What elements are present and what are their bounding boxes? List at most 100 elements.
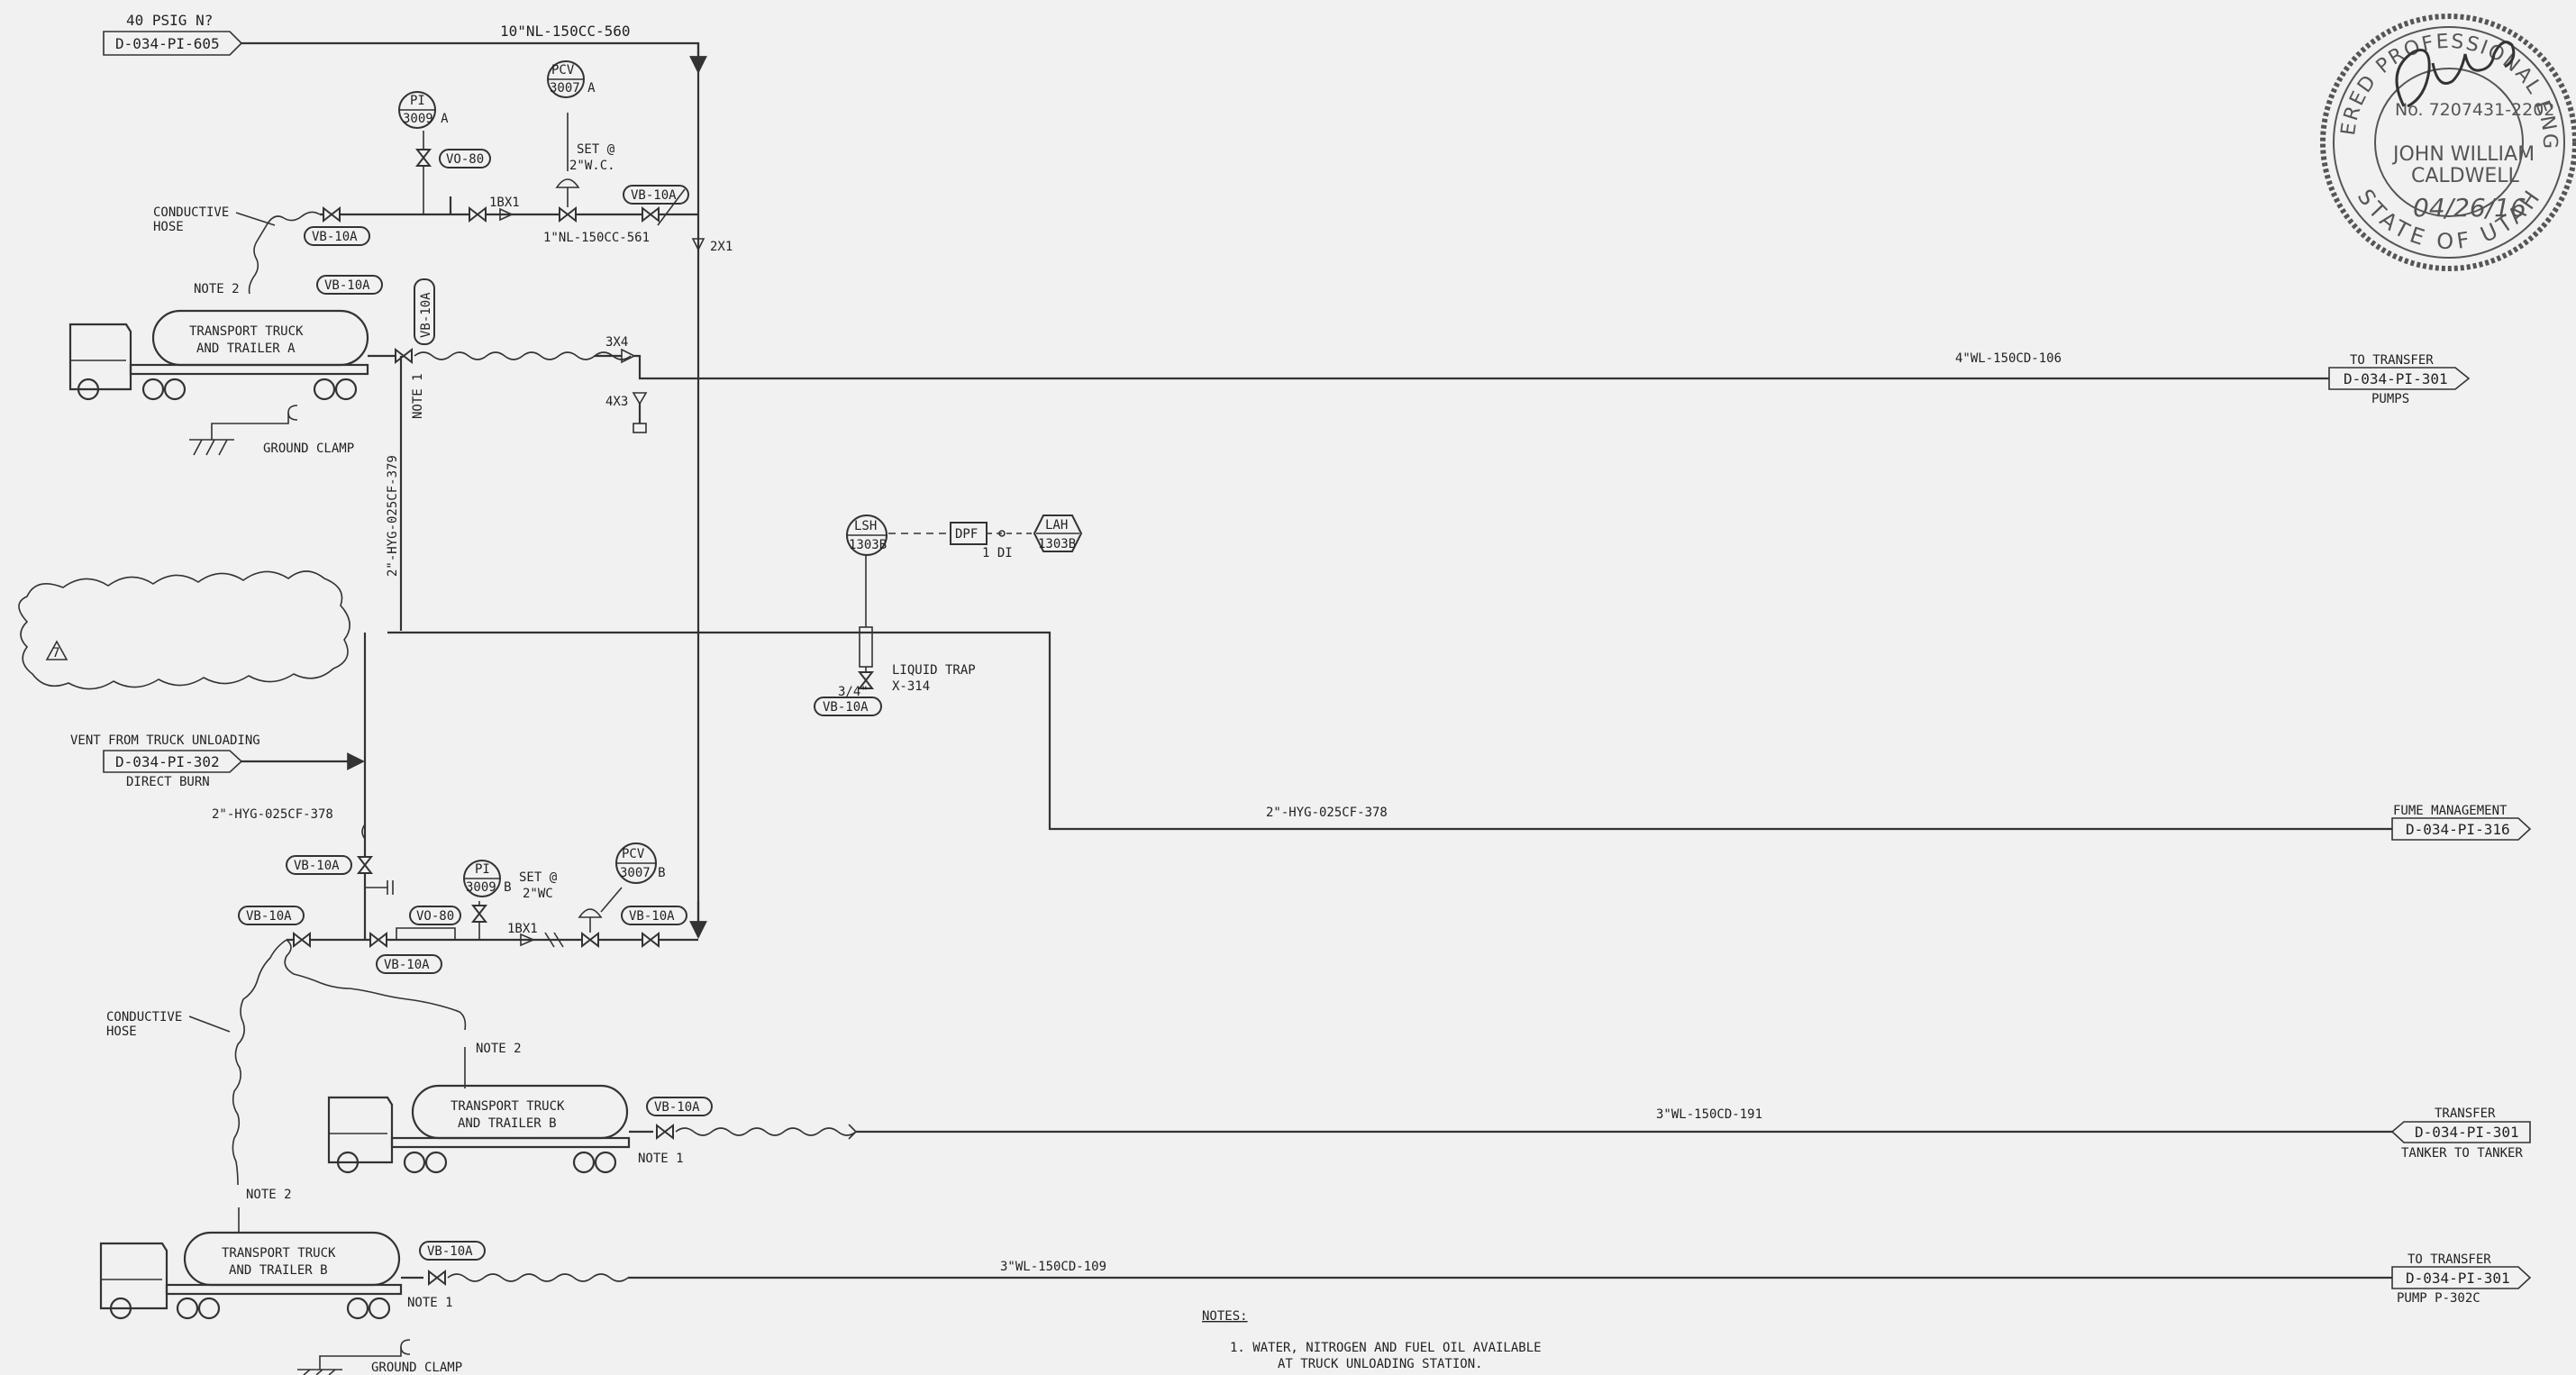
revision-triangle [45,640,68,660]
seal-name2: CALDWELL [2411,165,2520,187]
notes-block: NOTES: 1. WATER, NITROGEN AND FUEL OIL A… [1202,1309,1542,1371]
valve-truck-b-bottom[interactable] [428,1270,446,1285]
set-a-label: SET @ [577,142,615,157]
revision-cloud [18,570,350,690]
tag-vb10a-b4-text: VB-10A [629,909,675,924]
tag-vb10a-c2 [419,1241,486,1261]
offpage-tanker[interactable]: D-034-PI-301 TRANSFER TANKER TO TANKER [2390,1106,2531,1161]
pi-a-num: 3009 A [403,112,449,126]
seal-name1: JOHN WILLIAM [2391,143,2535,166]
vent-header-line [387,631,2392,831]
pcv-b-num: 3007 B [620,866,666,880]
size-label-1bx1-a: 1BX1 [489,196,520,210]
note1-b1-label: NOTE 1 [638,1152,684,1166]
truck-b-middle-line1: TRANSPORT TRUCK [451,1099,565,1114]
valve-a1[interactable] [323,207,341,222]
hose-truck-b-bottom [447,1273,629,1282]
pi-b-root-valve[interactable] [472,905,487,923]
offpage-vent-bottom: DIRECT BURN [126,775,210,789]
pi-b-num: 3009 B [466,880,512,895]
seal-number: No. 7207431-2202 [2395,100,2554,120]
tag-vb10a-a3 [316,275,383,295]
valve-b-vent[interactable] [358,856,372,874]
seal-top-text: REGISTERED PROFESSIONAL ENGINEER [2337,31,2559,150]
valve-b1[interactable] [293,933,311,947]
hose-truck-b-middle [675,1127,857,1136]
svg-text:REGISTERED PROFESSIONAL ENGINE: REGISTERED PROFESSIONAL ENGINEER [2337,31,2561,150]
vent-right-line-label: 2"-HYG-025CF-378 [1266,806,1388,820]
truck-a: TRANSPORT TRUCK AND TRAILER A [68,309,369,401]
tag-vb10a-a2-text: VB-10A [312,230,358,244]
offpage-pump302-tag: D-034-PI-301 [2406,1270,2510,1287]
lsh-type: LSH [854,519,877,533]
truck-b-bottom-line2: AND TRAILER B [229,1263,328,1278]
size-label-3x4: 3X4 [605,335,628,350]
offpage-tanker-bottom: TANKER TO TANKER [2401,1146,2523,1161]
liquid-trap-label: LIQUID TRAP [892,663,976,678]
hose-b-label: HOSE [106,1024,137,1039]
note2-b2-label: NOTE 2 [246,1188,292,1202]
offpage-vent[interactable]: D-034-PI-302 VENT FROM TRUCK UNLOADING D… [70,733,260,789]
tag-vo80-a-text: VO-80 [446,152,484,167]
pcv-b-type: PCV [622,847,645,861]
conductive-hose-b-lower [232,939,287,1186]
pi-a-root-valve[interactable] [416,149,431,167]
offpage-tanker-tag: D-034-PI-301 [2415,1124,2519,1141]
valve-truck-b-middle[interactable] [656,1125,674,1139]
pi-a-type: PI [410,94,425,108]
truck-b-bottom-line1: TRANSPORT TRUCK [222,1246,336,1261]
offpage-fume-top: FUME MANAGEMENT [2393,804,2508,818]
note2-a-label: NOTE 2 [194,282,240,296]
conductive-hose-b-label: CONDUCTIVE [106,1010,182,1024]
liquid-trap-tag: X-314 [892,679,930,694]
valve-b2[interactable] [369,933,387,947]
tag-vb10a-a2 [304,226,370,246]
di-label: 1 DI [982,546,1013,560]
tag-vb10a-b1-text: VB-10A [294,859,340,873]
offpage-pump302-top: TO TRANSFER [2408,1252,2491,1267]
conductive-hose-a [248,211,321,295]
offpage-pump302[interactable]: D-034-PI-301 TO TRANSFER PUMP P-302C [2391,1252,2532,1306]
revision-number: 7 [52,646,59,660]
offpage-transfer-pumps-tag: D-034-PI-301 [2344,370,2448,387]
note2-b1-label: NOTE 2 [476,1042,522,1056]
offpage-vent-tag: D-034-PI-302 [115,753,220,770]
valve-a2[interactable] [469,207,487,222]
tag-vb10a-a1 [623,185,689,205]
tag-vb10a-trap [814,697,882,716]
offpage-fume[interactable]: D-034-PI-316 FUME MANAGEMENT [2391,804,2532,841]
set-b-value: 2"WC [523,887,553,901]
n2-header-line [241,41,700,937]
set-a-value: 2"W.C. [569,159,615,173]
notes-line2: AT TRUCK UNLOADING STATION. [1278,1357,1483,1371]
truck-a-line2: AND TRAILER A [196,341,296,356]
offpage-nitrogen[interactable]: D-034-PI-605 40 PSIG N? [103,12,243,56]
tag-vb10a-vertical-text: VB-10A [419,292,433,338]
offpage-transfer-pumps-bottom: PUMPS [2371,392,2409,406]
water-mid-line-label: 3"WL-150CD-191 [1656,1107,1762,1122]
liquid-trap[interactable]: LIQUID TRAP X-314 3/4" [838,626,976,699]
tag-vb10a-a3-text: VB-10A [324,278,370,293]
tag-vb10a-c2-text: VB-10A [427,1244,473,1259]
offpage-vent-top: VENT FROM TRUCK UNLOADING [70,733,260,748]
valve-truck-a-outlet[interactable] [395,349,413,363]
tag-vb10a-b1 [286,855,352,875]
tag-vb10a-a1-text: VB-10A [631,188,677,203]
offpage-transfer-pumps[interactable]: D-034-PI-301 TO TRANSFER PUMPS [2328,353,2471,406]
tag-vb10a-vertical [414,278,435,345]
offpage-nitrogen-label: 40 PSIG N? [126,12,213,29]
pcv-a-valve[interactable] [559,207,577,222]
offpage-fume-tag: D-034-PI-316 [2406,821,2510,838]
valve-b3[interactable] [642,933,660,947]
lah-num: 1303B [1038,537,1076,551]
lah-type: LAH [1045,518,1068,533]
tag-vb10a-b2-text: VB-10A [246,909,292,924]
n2-header-line-label: 10"NL-150CC-560 [500,23,631,40]
valve-a3[interactable] [642,207,660,222]
tag-vb10a-c1 [646,1097,713,1116]
size-label-2x1: 2X1 [710,240,733,254]
n2-branch-label: 1"NL-150CC-561 [543,231,650,245]
pcv-b-valve[interactable] [581,933,599,947]
tag-vo80-b-text: VO-80 [416,909,454,924]
